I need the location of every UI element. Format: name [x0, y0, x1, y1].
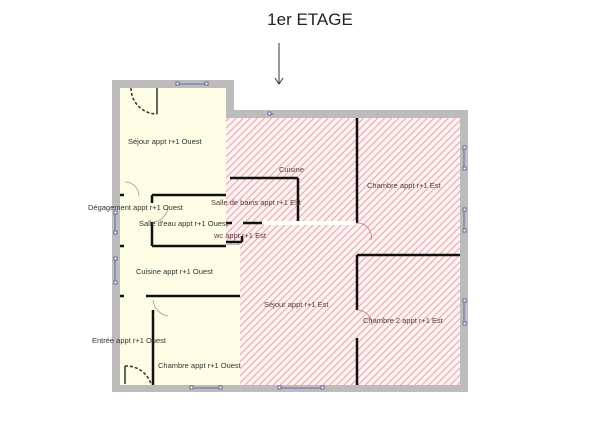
inner-walls: [120, 118, 460, 385]
west-apartment: [120, 88, 240, 385]
windows: [113, 81, 467, 390]
room-label-sejour-ouest: Séjour appt r+1 Ouest: [128, 137, 202, 146]
east-apartment: [226, 118, 460, 385]
room-label-salle-bains-est: Salle de bains appt r+1 Est: [211, 198, 301, 207]
room-label-chambre-ouest: Chambre appt r+1 Ouest: [158, 361, 241, 370]
room-label-wc-est: wc appt r+1 Est: [214, 231, 266, 240]
down-arrow-icon: [274, 43, 284, 85]
room-label-cuisine-ouest: Cuisine appt r+1 Ouest: [136, 267, 213, 276]
room-label-entree-ouest: Entrée appt r+1 Ouest: [92, 336, 167, 345]
room-label-chambre-est: Chambre appt r+1 Est: [367, 181, 441, 190]
room-label-salle-eau-ouest: Salle d'eau appt r+1 Ouest: [139, 219, 228, 228]
room-label-degagement-ouest: Dégagement appt r+1 Ouest: [88, 203, 183, 212]
room-label-cuisine-est: Cuisine: [279, 165, 305, 174]
door-swings: [124, 87, 373, 385]
room-label-sejour-est: Séjour appt r+1 Est: [264, 300, 329, 309]
room-label-chambre2-est: Chambre 2 appt r+1 Est: [363, 316, 443, 325]
floor-title: 1er ETAGE: [267, 10, 353, 29]
